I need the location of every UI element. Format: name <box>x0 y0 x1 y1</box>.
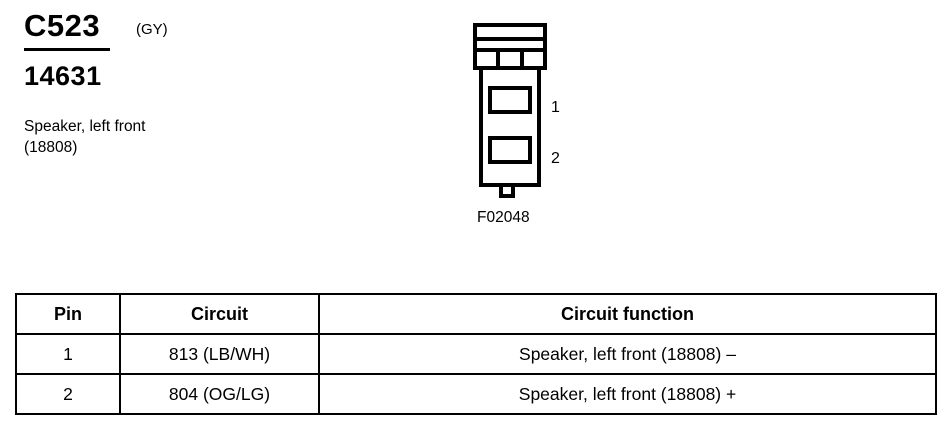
cell-circuit-function: Speaker, left front (18808) + <box>318 373 937 415</box>
table-row: 1 813 (LB/WH) Speaker, left front (18808… <box>15 333 937 375</box>
connector-id: C523 <box>24 8 101 43</box>
cell-pin: 1 <box>15 333 121 375</box>
pin-table: Pin Circuit Circuit function 1 813 (LB/W… <box>15 293 937 415</box>
connector-color-code: (GY) <box>136 21 168 38</box>
pin-table-container: Pin Circuit Circuit function 1 813 (LB/W… <box>15 293 937 415</box>
figure-caption: F02048 <box>477 209 530 226</box>
connector-id-row: C523 (GY) <box>24 6 284 51</box>
cell-circuit: 804 (OG/LG) <box>119 373 320 415</box>
header-circuit-function: Circuit function <box>318 293 937 335</box>
connector-figure: 1 2 F02048 <box>455 18 585 233</box>
connector-drawing-icon <box>473 23 547 198</box>
connector-header: C523 (GY) 14631 Speaker, left front (188… <box>24 6 284 156</box>
header-pin: Pin <box>15 293 121 335</box>
cell-circuit: 813 (LB/WH) <box>119 333 320 375</box>
header-circuit: Circuit <box>119 293 320 335</box>
cell-circuit-function: Speaker, left front (18808) – <box>318 333 937 375</box>
pin-callout-1: 1 <box>551 99 560 116</box>
connector-part-number: 14631 <box>24 61 102 91</box>
connector-description: Speaker, left front (18808) <box>24 118 146 156</box>
cell-pin: 2 <box>15 373 121 415</box>
connector-id-underline <box>24 48 110 51</box>
table-row: 2 804 (OG/LG) Speaker, left front (18808… <box>15 373 937 415</box>
table-header-row: Pin Circuit Circuit function <box>15 293 937 335</box>
pin-callout-2: 2 <box>551 150 560 167</box>
